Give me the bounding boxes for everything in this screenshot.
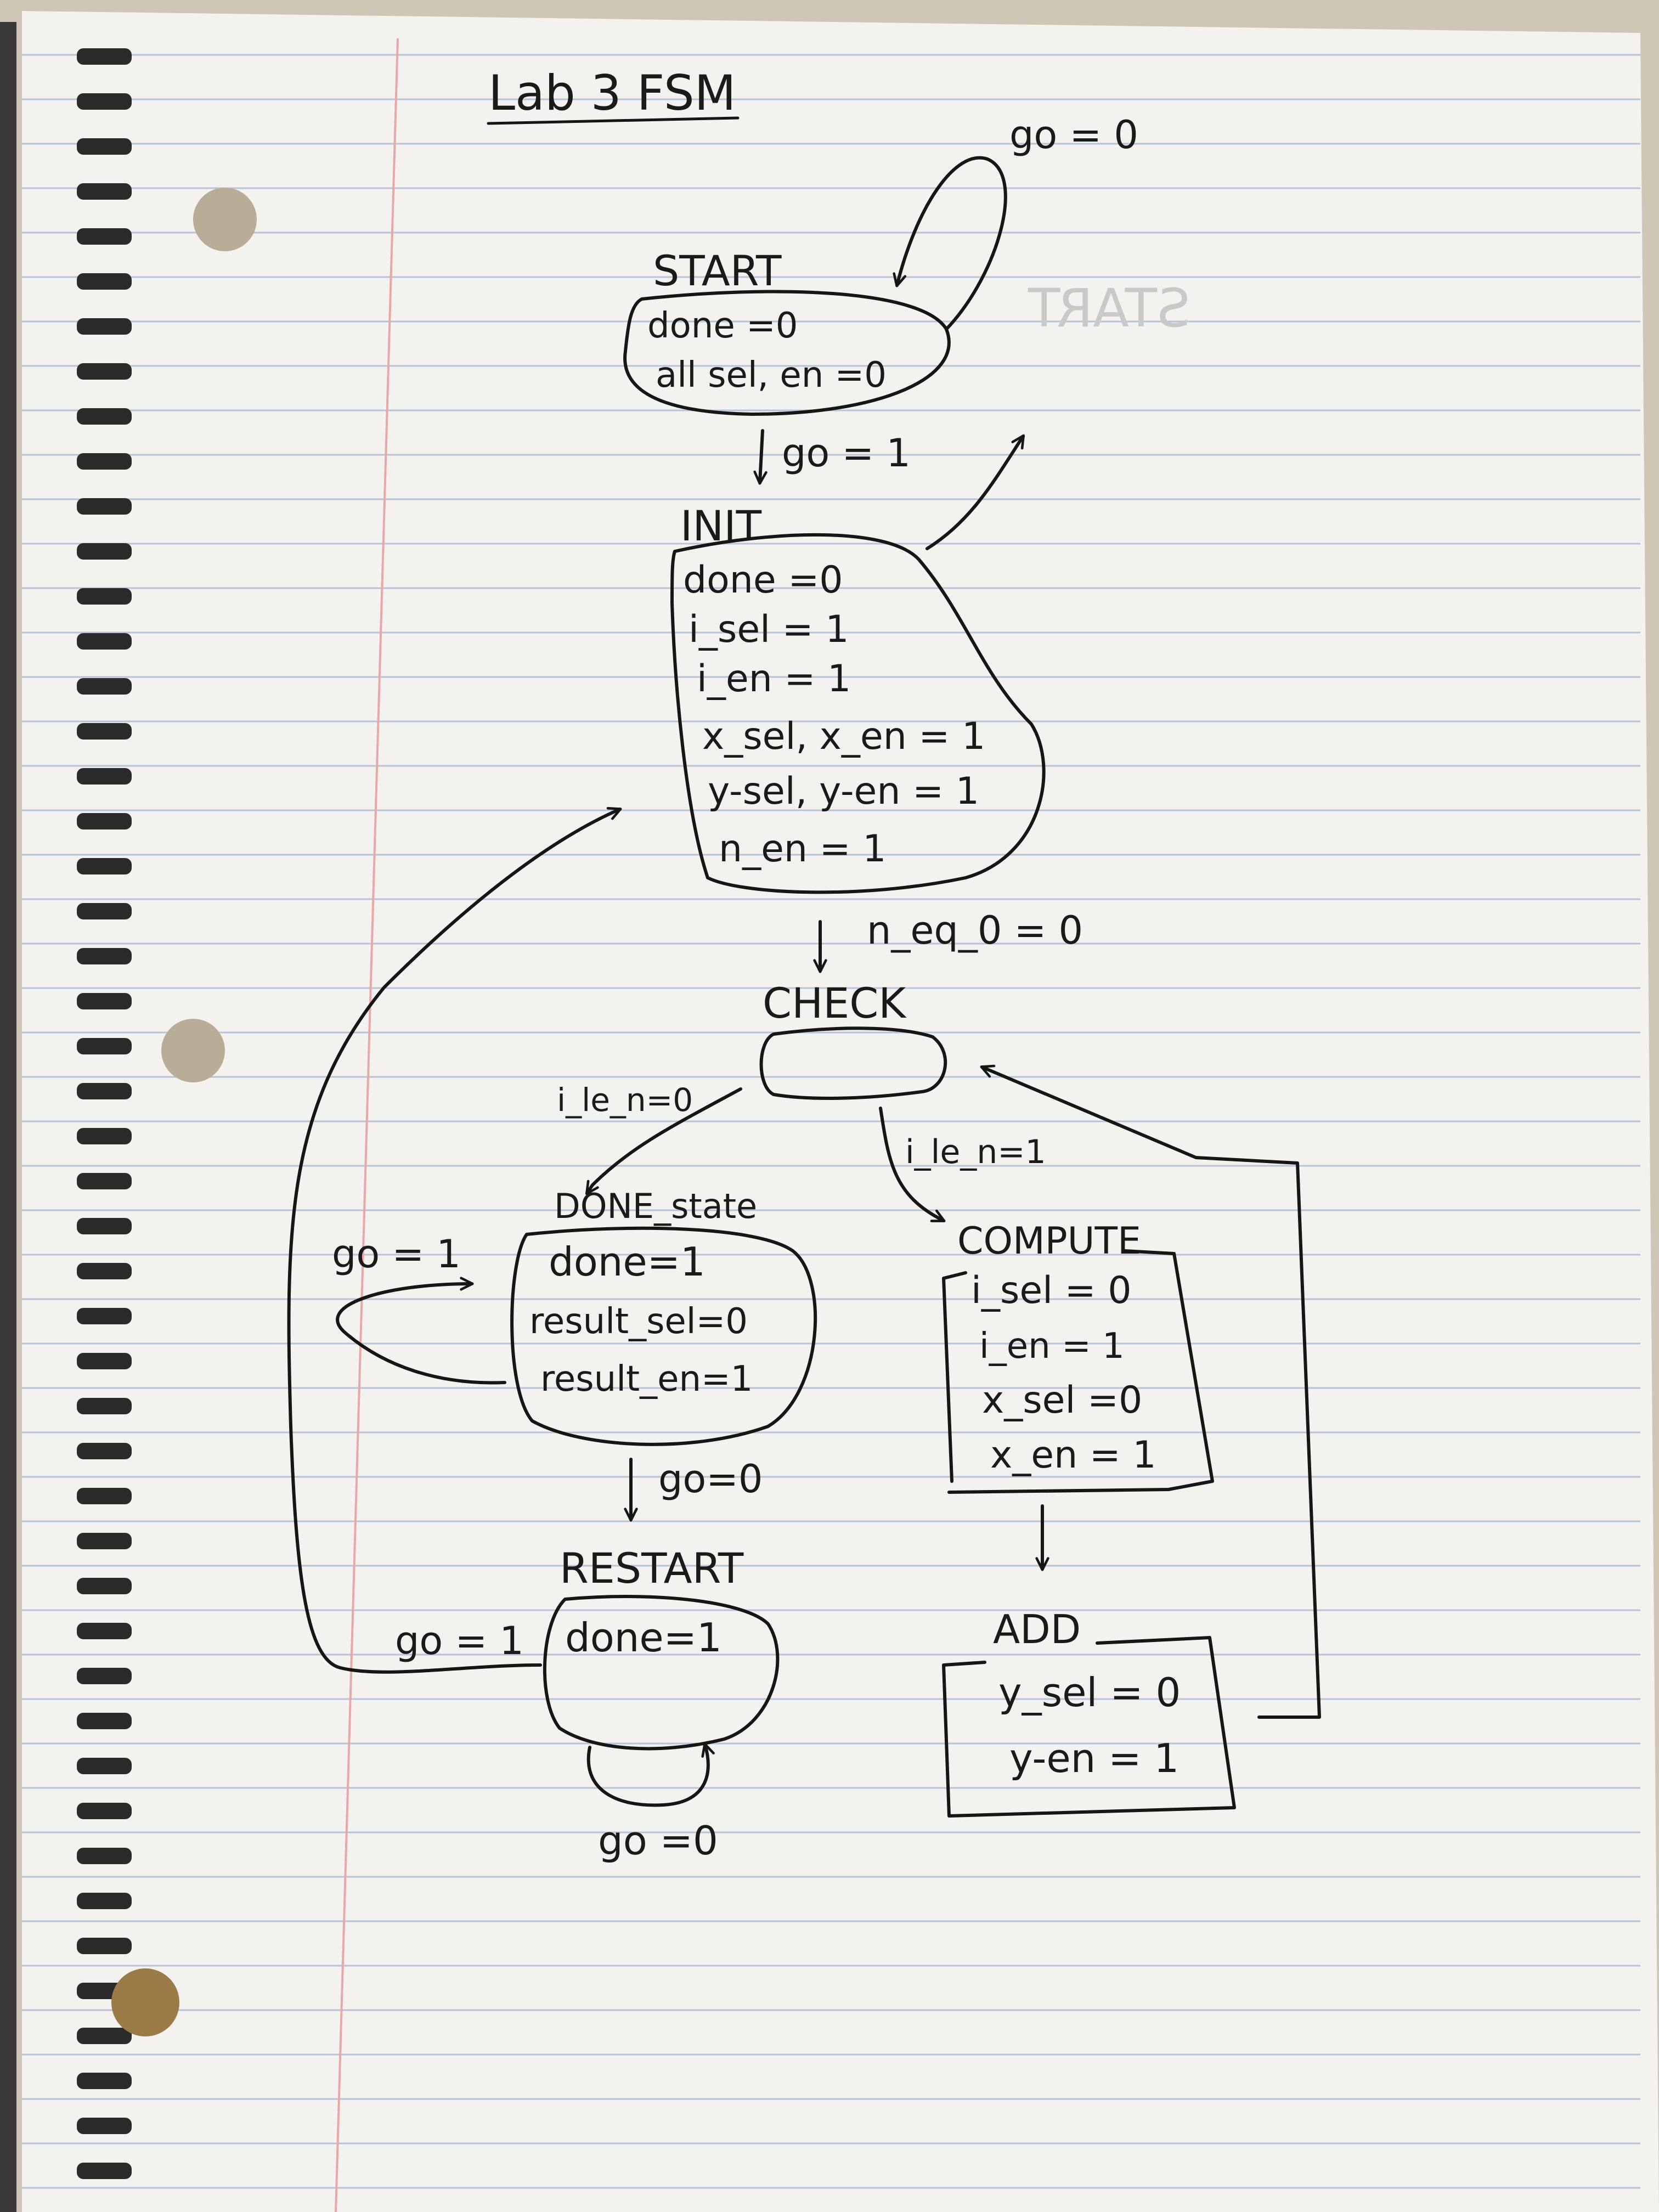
transition-restart-to-init-arrow	[287, 806, 622, 1674]
state-done-line: result_sel=0	[529, 1301, 748, 1342]
init-stray-arrow	[926, 434, 1025, 550]
transition-done-self-label: go = 1	[332, 1232, 461, 1277]
state-restart-bubble	[543, 1595, 780, 1751]
transition-start-to-init-label: go = 1	[782, 431, 911, 476]
margin-line	[335, 38, 399, 2212]
state-compute-line: x_en = 1	[990, 1434, 1156, 1477]
state-check-bubble	[759, 1026, 947, 1100]
state-init-line: n_en = 1	[719, 827, 887, 871]
transition-start-self-arrow	[893, 156, 1007, 331]
state-restart-line: done=1	[565, 1615, 722, 1661]
transition-done-to-restart-label: go=0	[658, 1457, 763, 1502]
page-title: Lab 3 FSM	[488, 65, 736, 121]
state-restart-name: RESTART	[560, 1544, 744, 1593]
state-compute-name: COMPUTE	[957, 1220, 1141, 1263]
title-underline	[487, 116, 740, 125]
transition-restart-self-arrow	[586, 1742, 715, 1807]
state-start-line: done =0	[647, 306, 798, 346]
punch-hole	[111, 1968, 179, 2036]
state-done-name: DONE_state	[554, 1186, 757, 1226]
state-compute-line: x_sel =0	[982, 1379, 1142, 1422]
state-add-box	[942, 1636, 1236, 1818]
state-start-bubble	[623, 290, 951, 416]
ghost-text: START	[1028, 278, 1190, 339]
state-init-line: i_en = 1	[697, 657, 851, 701]
state-start-line: all sel, en =0	[656, 355, 887, 396]
state-add-line: y_sel = 0	[998, 1669, 1181, 1716]
state-compute-box	[942, 1249, 1214, 1494]
state-init-line: x_sel, x_en = 1	[702, 715, 985, 758]
spiral-binding	[0, 22, 132, 2212]
state-add-name: ADD	[993, 1606, 1081, 1652]
transition-check-to-done-arrow	[585, 1087, 742, 1195]
rule-lines	[22, 54, 1640, 2189]
state-done-bubble	[510, 1226, 817, 1446]
state-init-bubble	[670, 533, 1046, 894]
state-start-name: START	[653, 246, 782, 295]
transition-restart-to-init-label: go = 1	[395, 1618, 524, 1663]
state-init-line: done =0	[683, 558, 843, 602]
state-compute-line: i_en = 1	[979, 1326, 1125, 1367]
state-check-name: CHECK	[763, 979, 907, 1028]
punch-hole	[193, 188, 257, 251]
transition-start-to-init-arrow	[753, 429, 768, 485]
state-done-line: result_en=1	[540, 1359, 753, 1400]
transition-restart-self-label: go =0	[598, 1818, 718, 1864]
transition-start-self-label: go = 0	[1009, 112, 1138, 157]
transition-done-self-arrow	[336, 1277, 506, 1385]
state-compute-line: i_sel = 0	[971, 1269, 1132, 1312]
state-add-line: y-en = 1	[1009, 1735, 1179, 1781]
notebook-paper	[22, 11, 1659, 2212]
state-init-line: y-sel, y-en = 1	[708, 770, 979, 813]
transition-check-to-compute-arrow	[879, 1107, 946, 1222]
state-init-line: i_sel = 1	[689, 608, 849, 651]
punch-hole	[161, 1019, 225, 1082]
transition-check-to-compute-label: i_le_n=1	[905, 1133, 1046, 1171]
transition-add-to-check-arrow	[980, 1064, 1321, 1719]
transition-check-to-done-label: i_le_n=0	[557, 1081, 693, 1119]
transition-init-to-check-label: n_eq_0 = 0	[867, 908, 1083, 953]
state-done-line: done=1	[549, 1239, 706, 1285]
